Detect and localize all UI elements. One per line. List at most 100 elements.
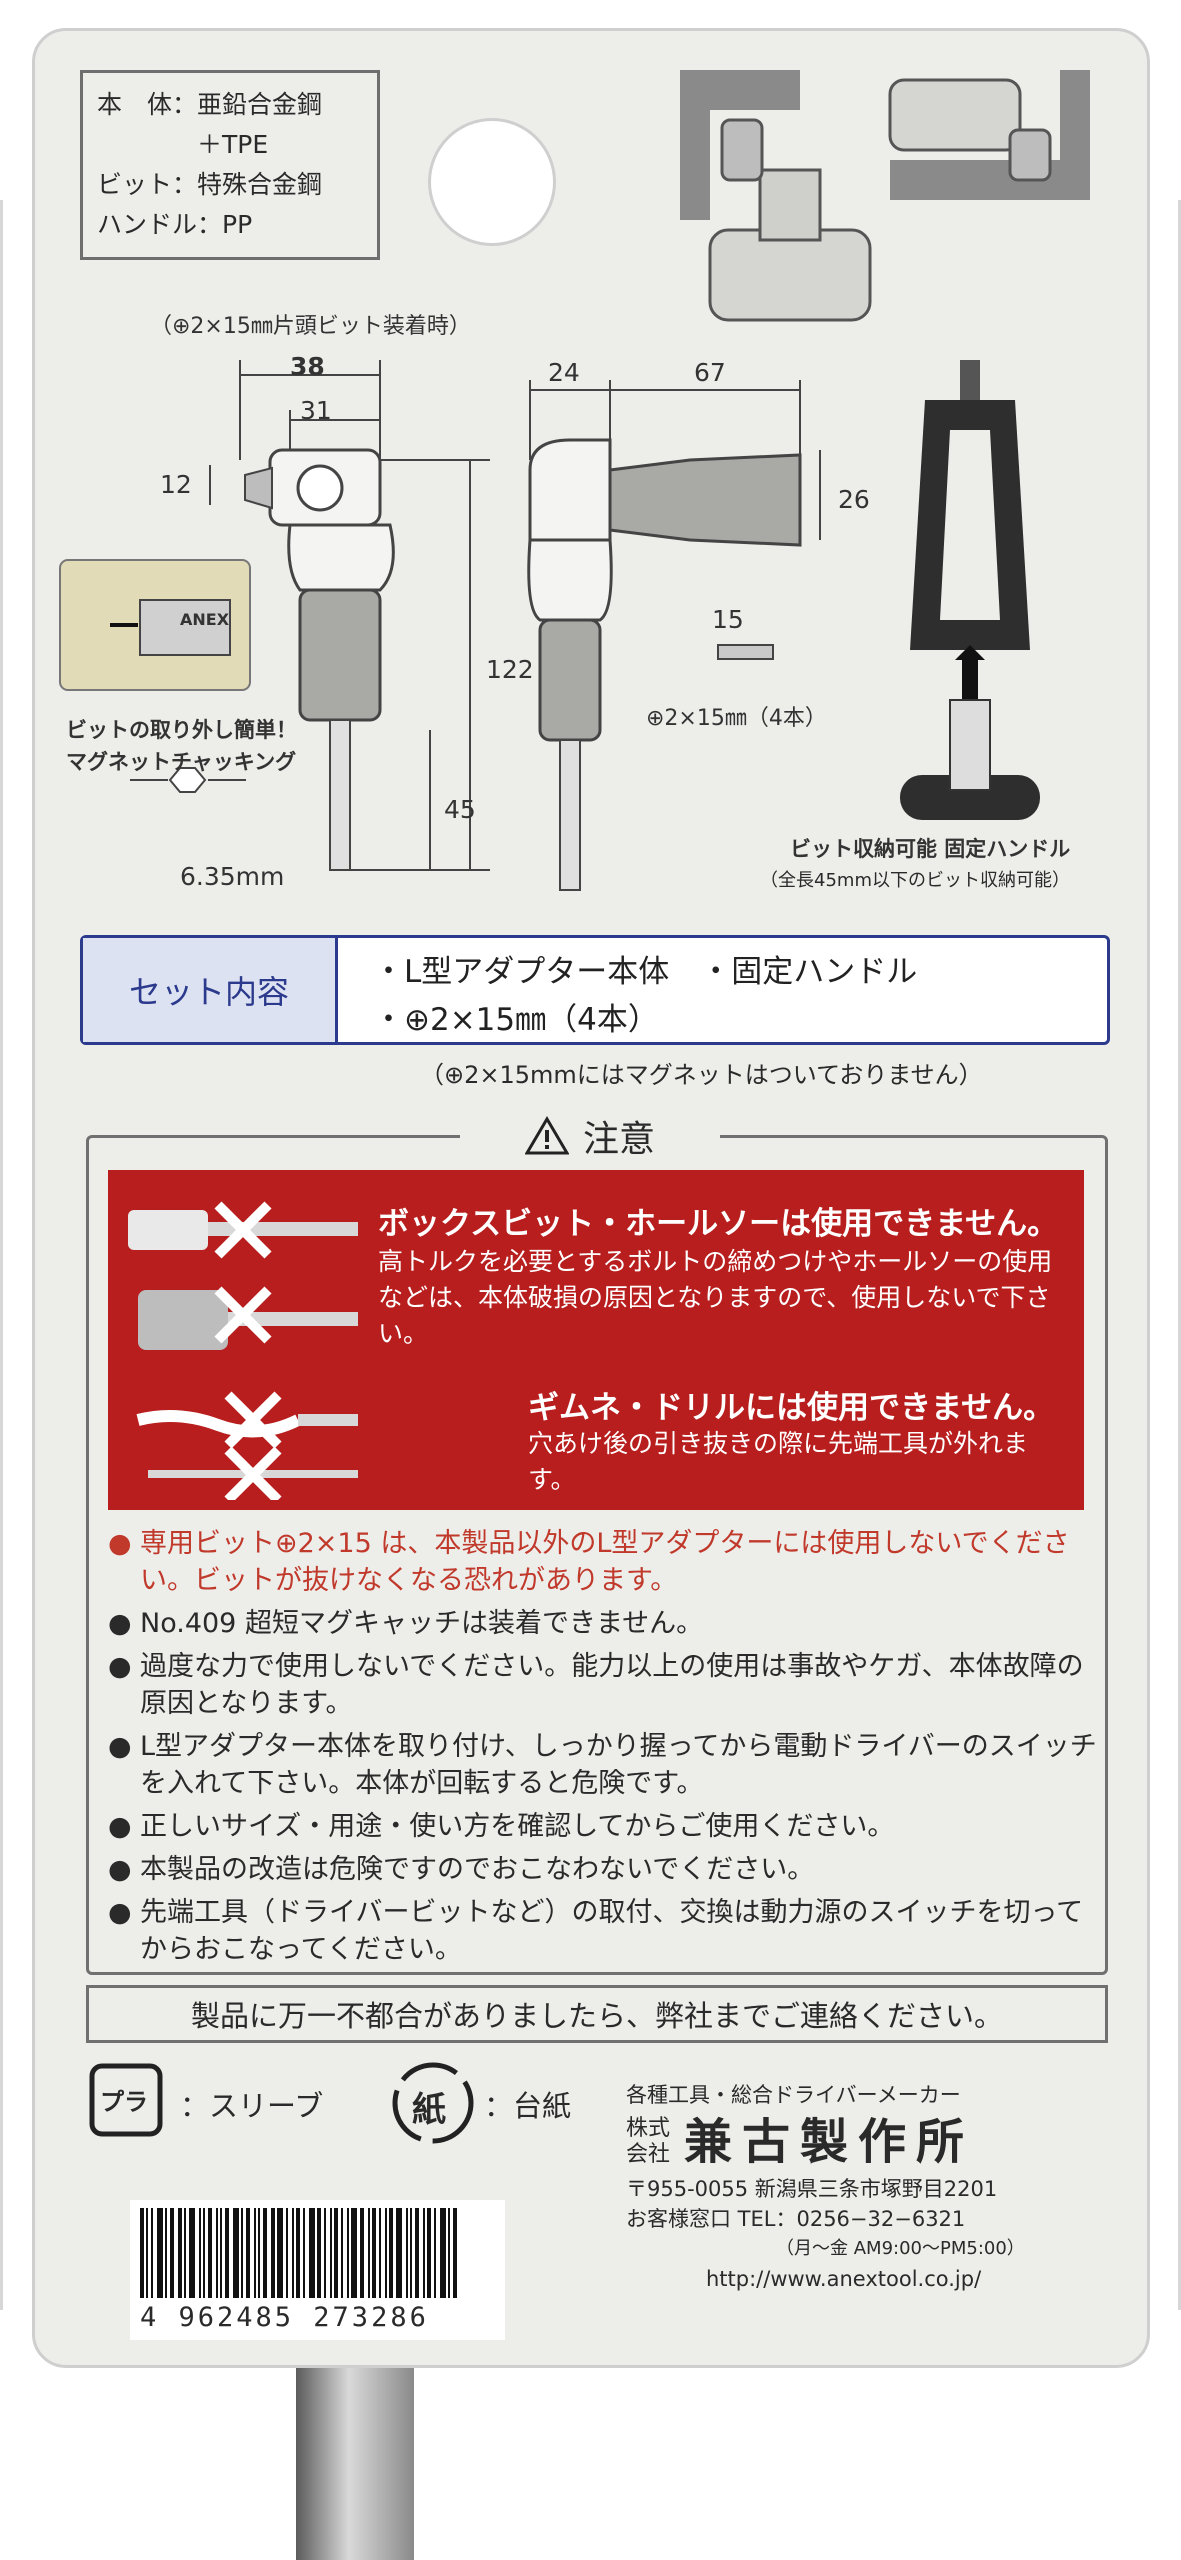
set-contents-header: セット内容 xyxy=(83,938,338,1042)
magnet-caption: ビットの取り外し簡単！ xyxy=(66,718,297,742)
company-name-block: 株式 会社 兼古製作所 xyxy=(626,2110,1106,2174)
diagram-note: （⊕2×15㎜片頭ビット装着時） xyxy=(150,314,471,339)
company-address: 〒955-0055 新潟県三条市塚野目2201 xyxy=(626,2177,998,2201)
dim-24: 24 xyxy=(548,358,580,387)
warning-panel: ボックスビット・ホールソーは使用できません。 高トルクを必要とするボルトの締めつ… xyxy=(108,1170,1084,1510)
magnet-caption: マグネットチャッキング xyxy=(66,750,297,774)
dim-12: 12 xyxy=(160,470,192,499)
bit-count: ⊕2×15㎜（4本） xyxy=(646,706,827,731)
caution-note: ●本製品の改造は危険ですのでおこなわないでください。 xyxy=(108,1854,815,1885)
barcode-bar xyxy=(199,2208,201,2298)
barcode-bar xyxy=(385,2208,387,2298)
dim-15: 15 xyxy=(712,605,744,634)
set-contents-row: ・L型アダプター本体 ・固定ハンドル xyxy=(373,954,918,990)
company-info: 各種工具・総合ドライバーメーカー 株式 会社 兼古製作所 〒955-0055 新… xyxy=(626,2080,1106,2294)
barcode-bar xyxy=(309,2208,315,2298)
material-line: ハンドル：PP xyxy=(97,210,253,239)
paper-label: ：台紙 xyxy=(484,2089,572,2123)
barcode-bar xyxy=(146,2208,148,2298)
caution-note: ●L型アダプター本体を取り付け、しっかり握ってから電動ドライバーのスイッチを入れ… xyxy=(108,1731,1097,1799)
hex-size: 6.35mm xyxy=(180,862,285,891)
barcode-bar xyxy=(351,2208,357,2298)
caution-title-text: 注意 xyxy=(582,1119,655,1160)
barcode-bar xyxy=(241,2208,243,2298)
barcode-bar xyxy=(372,2208,376,2298)
barcode-bar xyxy=(258,2208,260,2298)
company-hours: （月〜金 AM9:00〜PM5:00） xyxy=(776,2238,1025,2259)
pla-label: ：スリーブ xyxy=(180,2089,324,2123)
set-contents-row: ・⊕2×15㎜（4本） xyxy=(373,1002,659,1038)
barcode-bar xyxy=(271,2208,275,2298)
barcode-bar xyxy=(415,2208,419,2298)
barcode-bar xyxy=(389,2208,393,2298)
warning-heading: ギムネ・ドリルには使用できません。 xyxy=(528,1390,1055,1426)
barcode-bar xyxy=(427,2208,431,2298)
barcode-bar xyxy=(178,2208,182,2298)
dim-26: 26 xyxy=(838,485,870,514)
barcode-bar xyxy=(317,2208,321,2298)
barcode-bar xyxy=(220,2208,222,2298)
usage-illustration xyxy=(680,70,1090,322)
dim-122: 122 xyxy=(486,655,534,684)
caution-note: ●過度な力で使用しないでください。能力以上の使用は事故やケガ、本体故障の原因とな… xyxy=(108,1651,1084,1719)
barcode-bar xyxy=(277,2208,283,2298)
materials-box: 本 体：亜鉛合金鋼 ＋TPE ビット：特殊合金鋼 ハンドル：PP xyxy=(80,70,380,260)
barcode-bar xyxy=(324,2208,326,2298)
barcode-bar xyxy=(379,2208,381,2298)
barcode-bar xyxy=(263,2208,267,2298)
prohibited-tools-drawing xyxy=(128,1201,358,1500)
company-url: http://www.anextool.co.jp/ xyxy=(706,2267,982,2291)
barcode-bars xyxy=(140,2208,495,2298)
barcode-bar xyxy=(410,2208,412,2298)
barcode-bar xyxy=(203,2208,205,2298)
fixed-handle-drawing xyxy=(900,360,1040,820)
material-line: ＋TPE xyxy=(97,130,269,159)
set-contents-box: セット内容 ・L型アダプター本体 ・固定ハンドル ・⊕2×15㎜（4本） xyxy=(80,935,1110,1045)
company-tel: お客様窓口 TEL：0256−32−6321 xyxy=(626,2207,966,2231)
barcode-number: 4 962485 273286 xyxy=(140,2302,429,2333)
barcode-bar xyxy=(189,2208,195,2298)
material-line: 本 体：亜鉛合金鋼 xyxy=(97,90,323,119)
barcode-bar xyxy=(170,2208,174,2298)
caution-note: ●先端工具（ドライバービットなど）の取付、交換は動力源のスイッチを切ってからおこ… xyxy=(108,1897,1084,1965)
barcode-bar xyxy=(225,2208,229,2298)
contact-notice: 製品に万一不都合がありましたら、弊社までご連絡ください。 xyxy=(86,1985,1108,2043)
barcode-bar xyxy=(423,2208,425,2298)
company-type: 株式 会社 xyxy=(626,2116,671,2167)
barcode-bar xyxy=(330,2208,332,2298)
barcode-bar xyxy=(303,2208,305,2298)
dim-38: 38 xyxy=(290,352,325,381)
caution-note: ●専用ビット⊕2×15 は、本製品以外のL型アダプターには使用しないでください。… xyxy=(108,1528,1070,1596)
barcode-bar xyxy=(368,2208,370,2298)
side-view-drawing xyxy=(527,380,821,891)
plastic-recycle-icon xyxy=(89,2063,163,2137)
hex-shaft xyxy=(296,2368,414,2560)
barcode-bar xyxy=(140,2208,144,2298)
barcode-bar xyxy=(254,2208,256,2298)
barcode-bar xyxy=(216,2208,218,2298)
barcode-bar xyxy=(292,2208,294,2298)
pla-mark: プラ xyxy=(100,2088,148,2116)
warning-text: 穴あけ後の引き抜きの際に先端工具が外れます。 xyxy=(528,1429,1029,1494)
barcode-bar xyxy=(396,2208,402,2298)
adapter-dimension-drawing xyxy=(59,360,490,871)
barcode-bar xyxy=(296,2208,300,2298)
magnet-note: （⊕2×15mmにはマグネットはついておりません） xyxy=(420,1061,983,1089)
paper-mark: 紙 xyxy=(412,2090,446,2130)
handle-subcaption: （全長45mm以下のビット収納可能） xyxy=(760,870,1070,891)
dim-67: 67 xyxy=(694,358,726,387)
barcode-bar xyxy=(286,2208,288,2298)
barcode-bar xyxy=(165,2208,167,2298)
hang-hole xyxy=(428,118,556,246)
barcode: 4 962485 273286 xyxy=(130,2200,505,2340)
handle-caption: ビット収納可能 固定ハンドル xyxy=(790,837,1071,861)
barcode-bar xyxy=(151,2208,153,2298)
barcode-bar xyxy=(334,2208,338,2298)
barcode-bar xyxy=(184,2208,186,2298)
barcode-bar xyxy=(208,2208,212,2298)
barcode-bar xyxy=(360,2208,364,2298)
caution-note: ●No.409 超短マグキャッチは装着できません。 xyxy=(108,1608,704,1639)
barcode-bar xyxy=(406,2208,408,2298)
caution-notes: ●専用ビット⊕2×15 は、本製品以外のL型アダプターには使用しないでください。… xyxy=(108,1525,1098,1974)
material-line: ビット：特殊合金鋼 xyxy=(97,170,323,199)
